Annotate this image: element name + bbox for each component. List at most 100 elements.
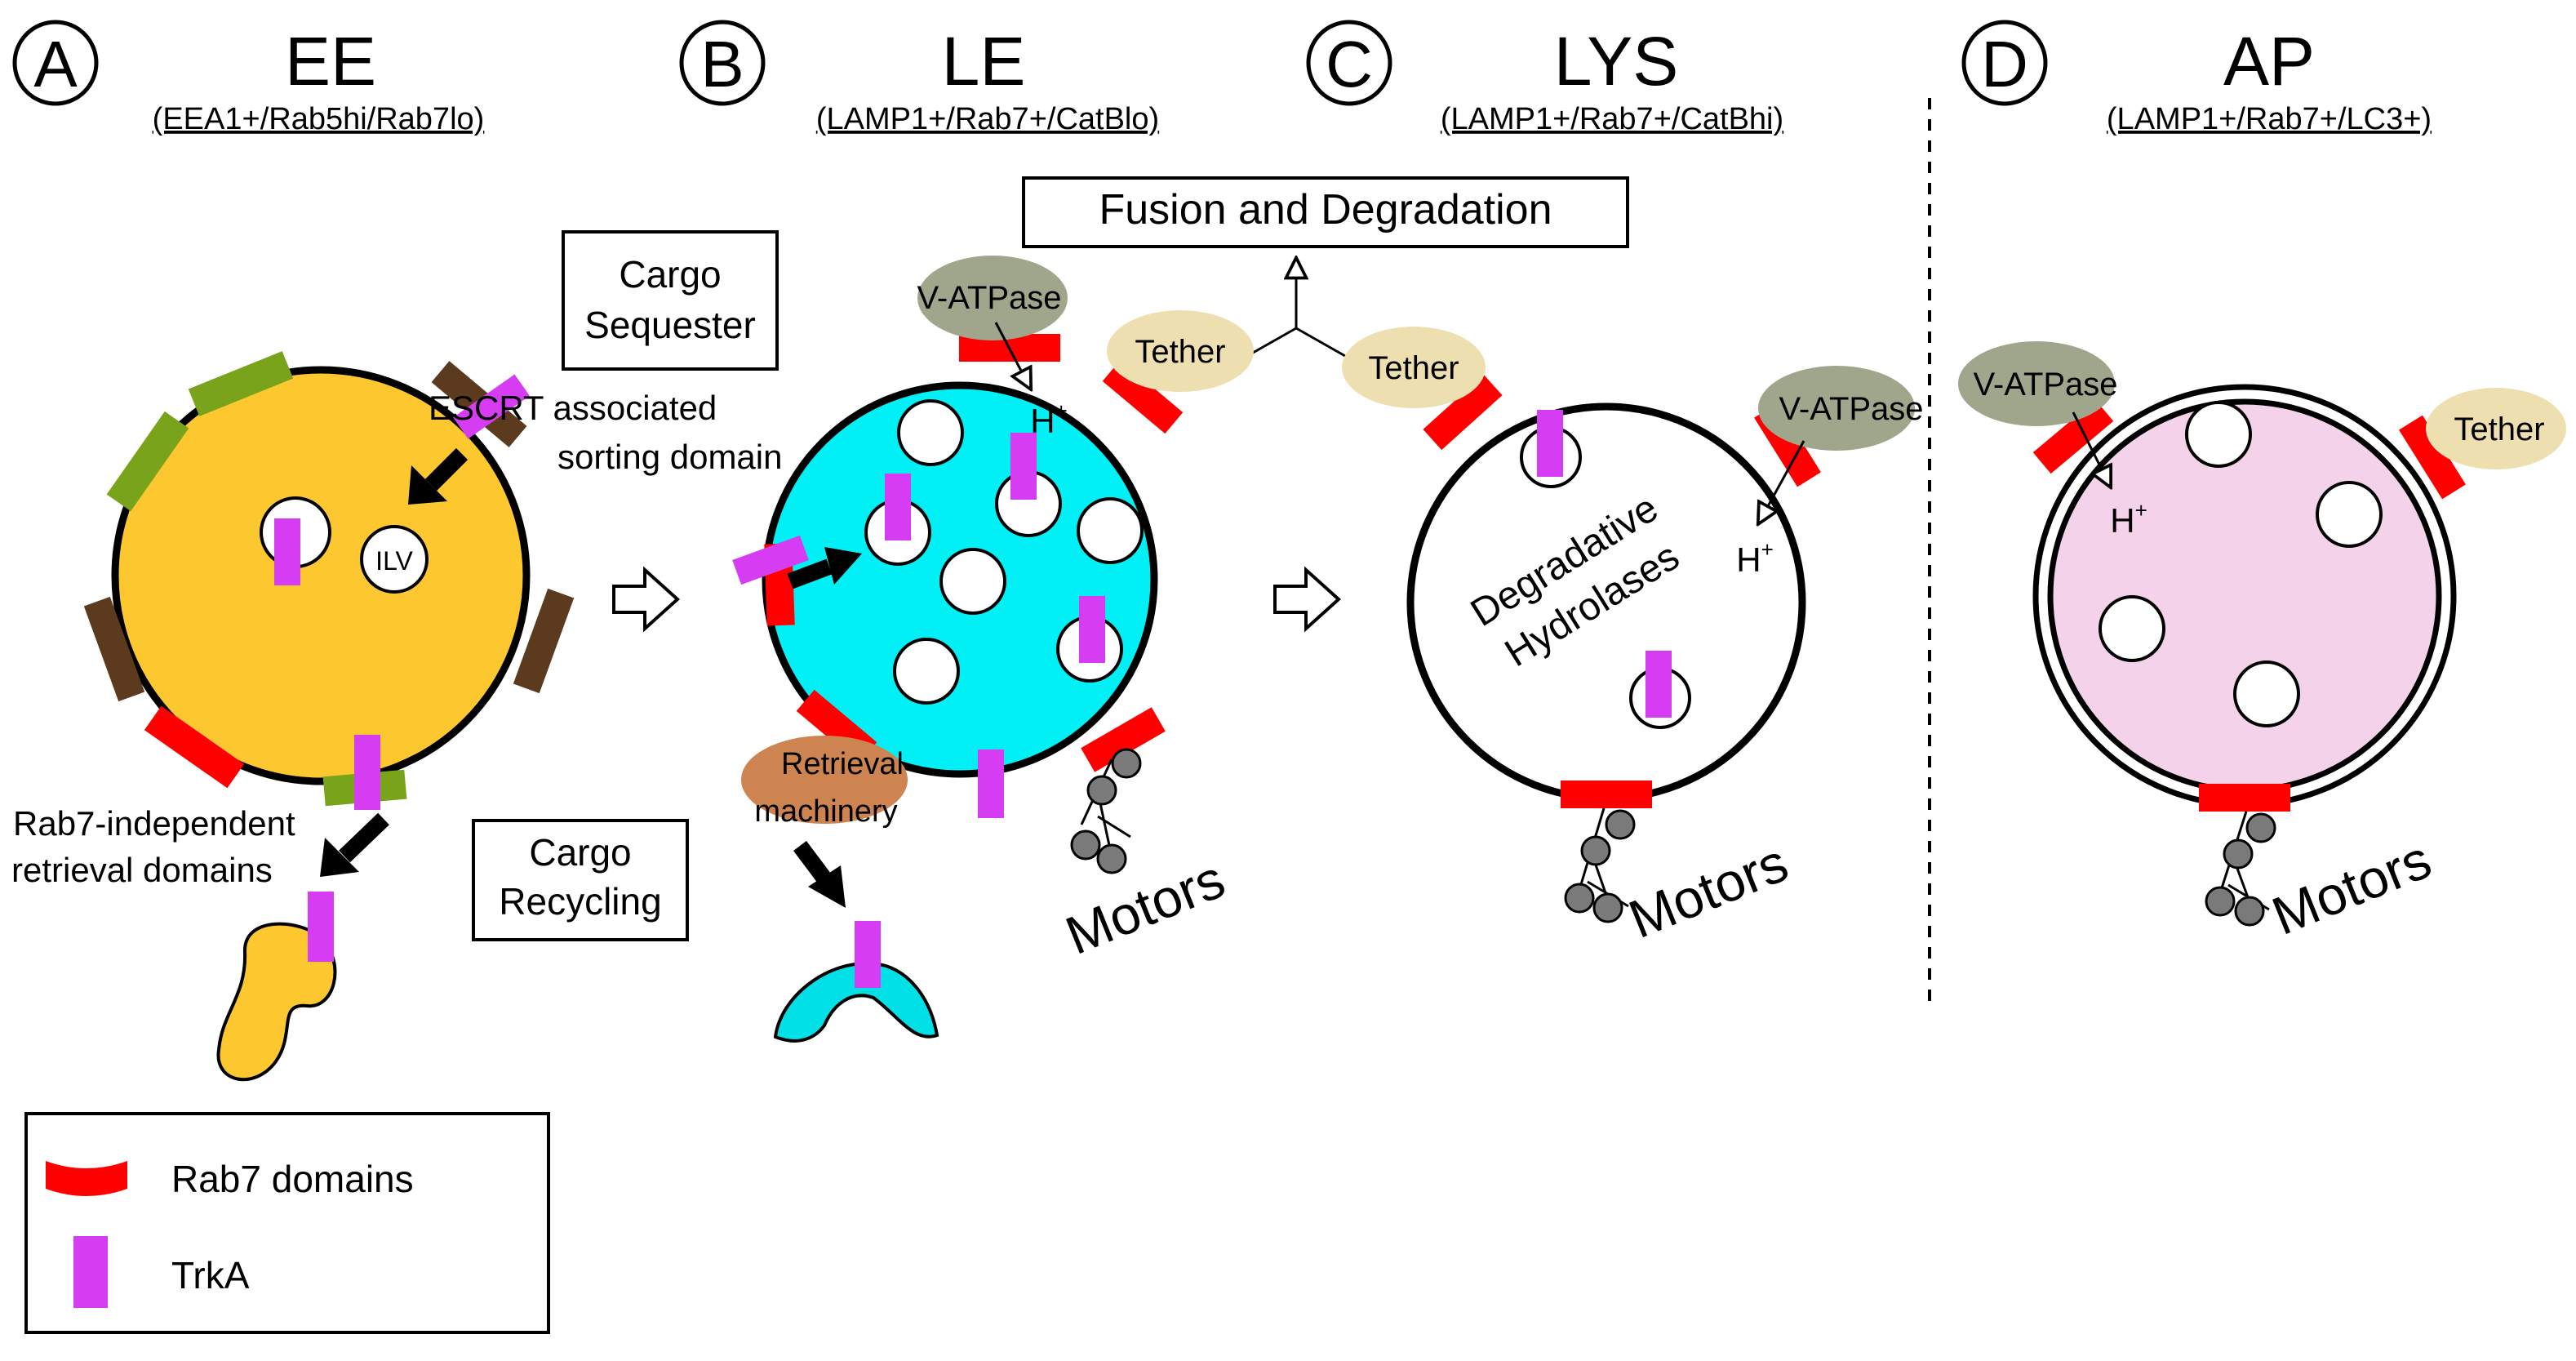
intraluminal-vesicle bbox=[2316, 481, 2383, 548]
trka-receptor bbox=[855, 921, 881, 988]
recycling-tubule bbox=[216, 892, 337, 1082]
retrieval-machinery bbox=[741, 736, 908, 824]
le-inward-arrow bbox=[787, 547, 862, 589]
panel-letter: A bbox=[33, 28, 78, 100]
rab7-domain bbox=[144, 705, 245, 789]
vatpase-complex bbox=[1758, 366, 1915, 451]
rab7-domain bbox=[1102, 359, 1184, 434]
legend-trka-swatch bbox=[73, 1236, 108, 1308]
rab7-independent-line1: Rab7-independent bbox=[13, 804, 295, 843]
trka-receptor bbox=[308, 892, 334, 962]
brown-domain bbox=[83, 596, 145, 702]
fusion-connector bbox=[1246, 260, 1346, 358]
proton-label: H+ bbox=[1030, 398, 1068, 440]
panel-letter: B bbox=[700, 28, 744, 100]
tether-label: Tether bbox=[2454, 411, 2544, 447]
trka-receptor bbox=[453, 374, 530, 439]
panel-header-d: D AP (LAMP1+/Rab7+/LC3+) bbox=[1961, 20, 2432, 136]
vatpase-complex bbox=[917, 256, 1068, 340]
lysosome: Tether V-ATPase H+ Degradative Hydrolase… bbox=[1342, 327, 1924, 950]
rab7-domain bbox=[2199, 784, 2290, 812]
panel-subtitle: (LAMP1+/Rab7+/LC3+) bbox=[2107, 102, 2432, 136]
panel-subtitle: (EEA1+/Rab5hi/Rab7lo) bbox=[153, 102, 485, 136]
rab7-independent-line2: retrieval domains bbox=[11, 851, 273, 889]
progression-arrow-ee-le bbox=[612, 566, 680, 633]
rab7-domain bbox=[1561, 781, 1652, 808]
panel-title: AP bbox=[2223, 23, 2315, 100]
panel-header-c: C LYS (LAMP1+/Rab7+/CatBhi) bbox=[1306, 20, 1783, 136]
motors-label: Motors bbox=[1621, 832, 1797, 950]
legend-frame bbox=[24, 1112, 550, 1334]
proton-arrow bbox=[2072, 411, 2110, 486]
cargo-sequester-line1: Cargo bbox=[619, 253, 721, 296]
rab7-domain bbox=[2399, 415, 2466, 500]
tether-protein bbox=[2426, 388, 2566, 469]
ee-membrane bbox=[111, 366, 531, 785]
panel-letter: C bbox=[1326, 28, 1373, 100]
retrieval-label-line1: Retrieval bbox=[781, 747, 904, 781]
proton-arrow bbox=[994, 322, 1030, 388]
rab7-domain bbox=[2032, 399, 2114, 474]
intraluminal-vesicle bbox=[360, 525, 429, 594]
proton-label: H+ bbox=[1736, 537, 1774, 579]
ee-inward-arrow bbox=[408, 447, 469, 505]
rab7-domain bbox=[1081, 707, 1166, 772]
panel-title: LYS bbox=[1554, 23, 1679, 100]
retrieval-label-line2: machinery bbox=[754, 794, 897, 829]
rab7-domain bbox=[1423, 374, 1503, 451]
tether-protein bbox=[1107, 310, 1254, 392]
cargo-sequester-line2: Sequester bbox=[584, 304, 756, 346]
vatpase-label: V-ATPase bbox=[1973, 367, 2117, 403]
intraluminal-vesicle bbox=[893, 638, 960, 705]
trka-receptor bbox=[1079, 596, 1105, 663]
retrieved-cargo-vesicle bbox=[773, 921, 939, 1043]
progression-arrow-le-lys bbox=[1273, 566, 1341, 633]
panel-subtitle: (LAMP1+/Rab7+/CatBhi) bbox=[1441, 102, 1783, 136]
motor-proteins bbox=[1070, 748, 1142, 874]
legend-rab7-label: Rab7 domains bbox=[171, 1158, 414, 1200]
trka-receptor bbox=[274, 518, 300, 585]
trka-receptor bbox=[1537, 410, 1563, 477]
panel-letter-circle bbox=[1961, 20, 2048, 106]
legend-trka-label: TrkA bbox=[171, 1254, 250, 1297]
motors-label: Motors bbox=[2264, 829, 2440, 946]
trka-receptor bbox=[1646, 651, 1672, 718]
vatpase-complex bbox=[1958, 341, 2115, 426]
cargo-recycling-line1: Cargo bbox=[529, 831, 631, 874]
trka-receptor bbox=[354, 735, 380, 810]
ilv-label: ILV bbox=[375, 546, 413, 576]
intraluminal-vesicle bbox=[897, 399, 964, 466]
panel-letter: D bbox=[1981, 28, 2028, 100]
panel-title: LE bbox=[942, 23, 1026, 100]
intraluminal-vesicle bbox=[2185, 401, 2252, 468]
proton-label: H+ bbox=[2110, 498, 2147, 540]
trka-receptor bbox=[978, 749, 1004, 818]
cargo-recycling-line2: Recycling bbox=[499, 880, 661, 923]
ee-recycling-arrow bbox=[320, 812, 389, 877]
late-endosome: V-ATPase H+ Tether Retrieval machinery M… bbox=[732, 256, 1254, 966]
proton-arrow bbox=[1759, 440, 1805, 523]
trka-receptor bbox=[1010, 433, 1037, 500]
vatpase-label: V-ATPase bbox=[917, 280, 1061, 316]
tether-label: Tether bbox=[1368, 350, 1459, 386]
panel-letter-circle bbox=[679, 20, 766, 106]
vatpase-label: V-ATPase bbox=[1779, 391, 1923, 427]
escrt-label-line2: sorting domain bbox=[557, 438, 782, 476]
trka-receptor bbox=[732, 535, 809, 585]
panel-subtitle: (LAMP1+/Rab7+/CatBlo) bbox=[816, 102, 1159, 136]
green-domain bbox=[106, 411, 189, 512]
fusion-label: Fusion and Degradation bbox=[1099, 186, 1552, 234]
escrt-label-line1: ESCRT associated bbox=[429, 389, 717, 427]
brown-domain bbox=[513, 588, 575, 694]
legend: Rab7 domains TrkA bbox=[24, 1112, 550, 1334]
panel-header-a: A EE (EEA1+/Rab5hi/Rab7lo) bbox=[12, 20, 485, 136]
fusion-box: Fusion and Degradation bbox=[1022, 176, 1629, 248]
panel-title: EE bbox=[285, 23, 376, 100]
motors-label: Motors bbox=[1058, 848, 1233, 966]
intraluminal-vesicle bbox=[939, 548, 1006, 615]
trka-receptor bbox=[885, 474, 911, 540]
intraluminal-vesicle bbox=[2233, 660, 2300, 727]
green-domain bbox=[188, 351, 294, 416]
